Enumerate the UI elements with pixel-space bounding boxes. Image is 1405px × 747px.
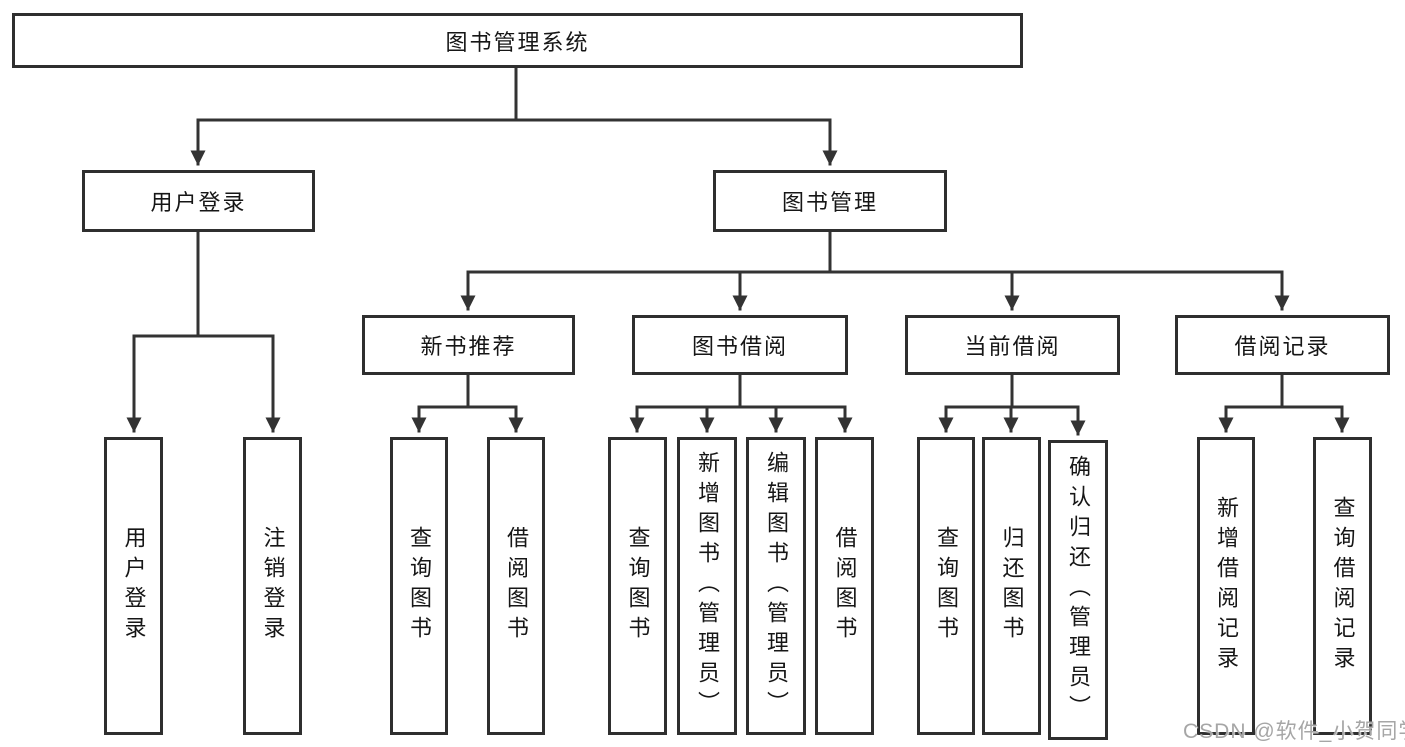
node-borrow-records: 借阅记录 — [1175, 315, 1390, 375]
node-library-management-system: 图书管理系统 — [12, 13, 1023, 68]
leaf-query-borrow-record: 查询借阅记录 — [1313, 437, 1372, 735]
leaf-label: 新增借阅记录 — [1214, 496, 1239, 676]
leaf-confirm-return-admin: 确认归还（管理员） — [1048, 440, 1108, 740]
leaf-label: 查询图书 — [625, 526, 651, 646]
leaf-edit-books-admin: 编辑图书（管理员） — [746, 437, 806, 735]
node-book-borrow: 图书借阅 — [632, 315, 848, 375]
leaf-label: 确认归还（管理员） — [1066, 455, 1091, 725]
leaf-label: 查询借阅记录 — [1330, 496, 1356, 676]
leaf-add-borrow-record: 新增借阅记录 — [1197, 437, 1255, 735]
leaf-label: 用户登录 — [121, 526, 147, 646]
leaf-label: 查询图书 — [407, 526, 432, 646]
node-current-borrow: 当前借阅 — [905, 315, 1120, 375]
leaf-label: 归还图书 — [999, 526, 1025, 646]
leaf-add-books-admin: 新增图书（管理员） — [677, 437, 737, 735]
leaf-label: 借阅图书 — [832, 526, 858, 646]
leaf-query-books-borrow: 查询图书 — [608, 437, 667, 735]
node-new-book-recommend: 新书推荐 — [362, 315, 575, 375]
leaf-label: 编辑图书（管理员） — [764, 451, 789, 721]
leaf-query-books-current: 查询图书 — [917, 437, 975, 735]
leaf-borrow-books-recommend: 借阅图书 — [487, 437, 545, 735]
leaf-label: 注销登录 — [260, 526, 286, 646]
node-book-management: 图书管理 — [713, 170, 947, 232]
csdn-watermark: CSDN @软件_小贺同学 — [1183, 720, 1405, 743]
leaf-user-login: 用户登录 — [104, 437, 163, 735]
leaf-label: 查询图书 — [934, 526, 959, 646]
leaf-borrow-books: 借阅图书 — [815, 437, 874, 735]
leaf-return-books: 归还图书 — [982, 437, 1041, 735]
leaf-query-books-recommend: 查询图书 — [390, 437, 448, 735]
node-user-login: 用户登录 — [82, 170, 315, 232]
leaf-label: 借阅图书 — [504, 526, 529, 646]
leaf-label: 新增图书（管理员） — [695, 451, 720, 721]
leaf-logout: 注销登录 — [243, 437, 302, 735]
